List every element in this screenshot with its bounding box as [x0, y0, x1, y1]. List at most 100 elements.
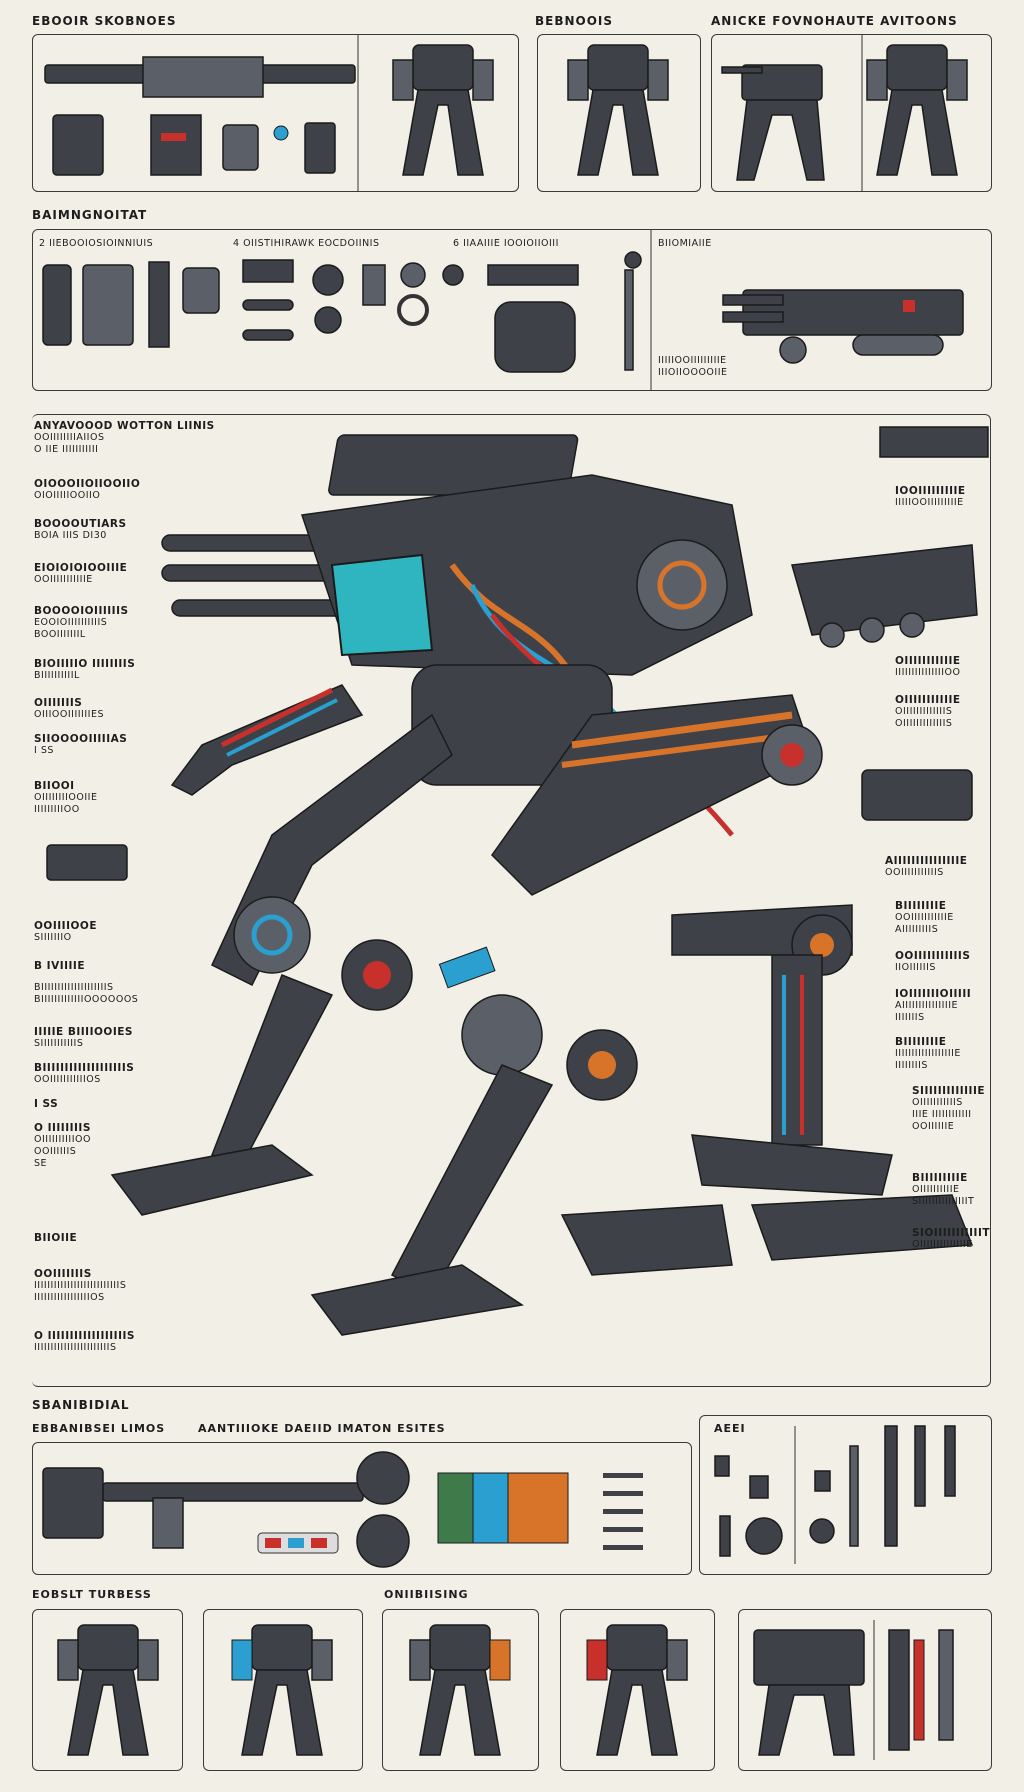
- mech-walker-and-tools-icon: [753, 1620, 954, 1760]
- panel-main-diagram: [32, 414, 991, 1387]
- left-label-title: BIIOIIE: [34, 1232, 78, 1244]
- left-label-sub: SIIIIIIIIIIIS: [34, 1038, 84, 1049]
- left-label-sub: OIOIIIIIOOIIO: [34, 490, 101, 501]
- left-label-sub: IIIIIIIIIIIIIIIIIIIIIIIS: [34, 1342, 117, 1353]
- mech-thumbnail: [560, 1609, 715, 1771]
- left-label-title: OOIIIIOOE: [34, 920, 98, 932]
- left-label-sub: SIIIIIIIO: [34, 932, 72, 943]
- right-label-sub: OIIIIIIIIIIIIIIE: [912, 1239, 973, 1250]
- panel-attack-variants: [711, 34, 992, 192]
- right-label-sub: OOIIIIIIIIIIIS: [885, 867, 944, 878]
- left-label-sub: OOIIIIIIIIIIIOS: [34, 1074, 101, 1085]
- right-label-title: BIIIIIIIIE: [895, 900, 947, 912]
- component-parts-illustration: [42, 230, 964, 390]
- left-label-sub: OOIIIIIIIIAIIOS O IIE IIIIIIIIIII: [34, 432, 105, 455]
- mech-front-illustration: [567, 44, 669, 176]
- panel-mech-front: [537, 34, 701, 192]
- right-label-sub: OIIIIIIIIIIIIIS OIIIIIIIIIIIIIS: [895, 706, 953, 729]
- heading-top-middle: BEBNOOIS: [535, 14, 614, 28]
- heading-thumbs-mid: ONIIBIISING: [384, 1588, 469, 1601]
- left-label-title: EIOIOIOIOOIIIE: [34, 562, 128, 574]
- left-label: I SS: [34, 1098, 58, 1110]
- left-label: BIIIIIIIIIIIIIIIIIIIIS BIIIIIIIIIIIIIOOO…: [34, 982, 138, 1006]
- right-label-sub: OIIIIIIIIIIE SIIIIIIIIIIIIIIIT: [912, 1184, 975, 1207]
- components-col1-title: 2 IIEBOOIOSIOINNIUIS: [39, 238, 154, 249]
- right-label-title: AIIIIIIIIIIIIIIIE: [885, 855, 968, 867]
- components-col2-title: 4 OIISTIHIRAWK EOCDOIINIS: [233, 238, 380, 249]
- right-label-sub: IIIIIOOIIIIIIIIIE: [895, 497, 964, 508]
- panel-accessories: [32, 1442, 692, 1575]
- heading-top-right: ANICKE FOVNOHAUTE AVITOONS: [711, 14, 958, 28]
- mech-icon: [57, 1624, 159, 1756]
- components-col3-title: 6 IIAAIIIE IOOIOIIOIII: [453, 238, 559, 249]
- left-label-sub: OOIIIIIIIIIIIE: [34, 574, 93, 585]
- left-label-sub: I SS: [34, 745, 54, 756]
- right-label-sub: OIIIIIIIIIIIS IIIE IIIIIIIIIIII OOIIIIII…: [912, 1097, 972, 1132]
- components-col4-title: BIIOMIAIIE: [658, 238, 712, 249]
- panel-tools: [699, 1415, 992, 1575]
- heading-bottom-col1: EBBANIBSEI LIMOS: [32, 1422, 166, 1435]
- left-label-sub: BIIIIIIIIIIL: [34, 670, 80, 681]
- mech-thumbnail: [382, 1609, 539, 1771]
- left-label-title: BIOIIIIIO IIIIIIIIS: [34, 658, 136, 670]
- heading-thumbs-left: EOBSLT TURBESS: [32, 1588, 152, 1601]
- panel-components: 2 IIEBOOIOSIOINNIUIS 4 OIISTIHIRAWK EOCD…: [32, 229, 992, 391]
- right-label-title: SIIIIIIIIIIIIIE: [912, 1085, 986, 1097]
- components-col4-sub: IIIIIOOIIIIIIIIIE IIIOIIOOOOIIE: [658, 355, 728, 378]
- heading-bottom-right: AEEI: [714, 1422, 746, 1435]
- mech-variants-illustration: [721, 35, 968, 191]
- left-label-sub: BOIA IIIS DI30: [34, 530, 107, 541]
- mech-thumbnail: [738, 1609, 992, 1771]
- left-label-title: IIIIIE BIIIIOOIES: [34, 1026, 133, 1038]
- left-label-title: OOIIIIIIIS: [34, 1268, 92, 1280]
- left-label-title: OIOOOIIOIIOOIIO: [34, 478, 141, 490]
- mech-thumbnail: [32, 1609, 183, 1771]
- right-label-title: SIOIIIIIIIIIIIT: [912, 1227, 991, 1239]
- heading-bottom-col2: AANTIIIOKE DAEIID IMATON ESITES: [198, 1422, 446, 1435]
- right-label-title: OOIIIIIIIIIIIS: [895, 950, 971, 962]
- left-label-title: O IIIIIIIIS: [34, 1122, 91, 1134]
- mech-icon: [409, 1624, 511, 1756]
- heading-top-left: EBOOIR SKOBNOES: [32, 14, 177, 28]
- mech-icon: [586, 1624, 688, 1756]
- tools-illustration: [714, 1425, 956, 1564]
- left-label: BIIOIIE: [34, 1232, 77, 1244]
- left-label-title: BOOOOIOIIIIIIS: [34, 605, 129, 617]
- heading-row2: BAIMNGNOITAT: [32, 208, 148, 222]
- right-label-sub: IIOIIIIIIS: [895, 962, 936, 973]
- left-label-title: BOOOOUTIARS: [34, 518, 127, 530]
- left-label-title: ANYAVOOOD WOTTON LIINIS: [34, 420, 215, 432]
- left-label-sub: IIIIIIIIIIIIIIIIIIIIIIIIIIS IIIIIIIIIIII…: [34, 1280, 127, 1303]
- mech-thumbnail: [203, 1609, 363, 1771]
- right-label-title: OIIIIIIIIIIIE: [895, 694, 961, 706]
- accessories-illustration: [42, 1451, 643, 1568]
- mech-icon: [231, 1624, 333, 1756]
- heading-bottom: SBANIBIDIAL: [32, 1398, 130, 1412]
- right-label-sub: OOIIIIIIIIIIIE AIIIIIIIIIS: [895, 912, 954, 935]
- left-label-title: BIIIIIIIIIIIIIIIIIIIS: [34, 1062, 135, 1074]
- left-label-sub: OIIIIIIIIOOIIE IIIIIIIIIOO: [34, 792, 98, 815]
- right-label-title: IOOIIIIIIIIIE: [895, 485, 966, 497]
- left-label-title: O IIIIIIIIIIIIIIIIIIS: [34, 1330, 135, 1342]
